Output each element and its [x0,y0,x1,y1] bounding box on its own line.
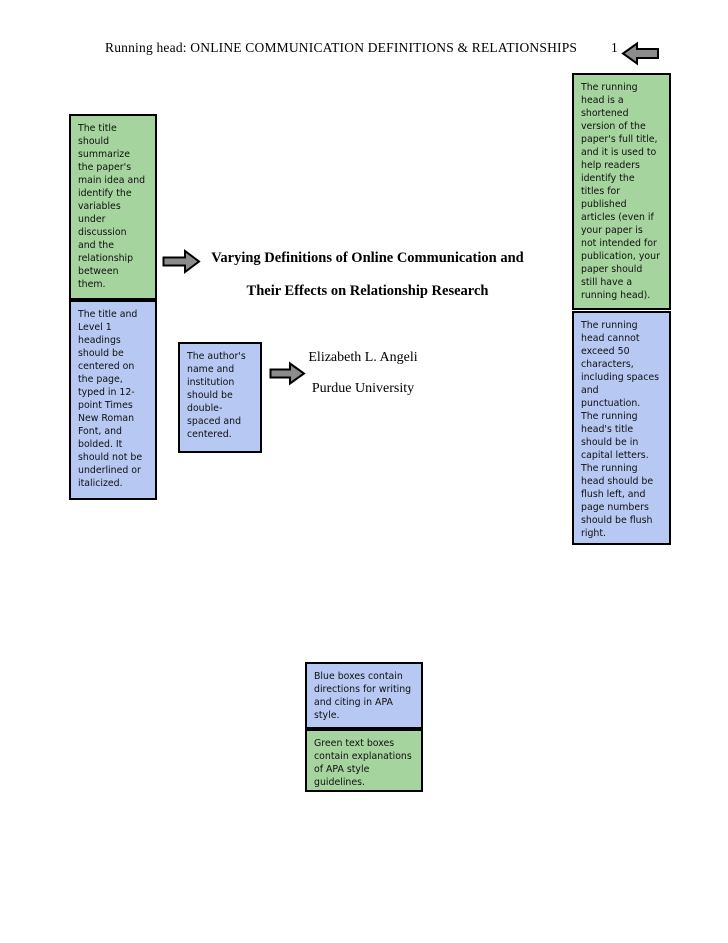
legend-blue-boxes: Blue boxes contain directions for writin… [305,662,423,729]
legend-green-boxes: Green text boxes contain explanations of… [305,729,423,792]
author-block: Elizabeth L. Angeli Purdue University [283,349,443,398]
paper-title: Varying Definitions of Online Communicat… [160,249,575,301]
running-head-text: Running head: ONLINE COMMUNICATION DEFIN… [105,40,578,55]
note-running-head-rules: The running head cannot exceed 50 charac… [572,311,671,545]
paper-title-line1: Varying Definitions of Online Communicat… [211,250,524,266]
right-arrow-icon [269,361,306,386]
author-name: Elizabeth L. Angeli [308,350,418,365]
page-number: 1 [611,40,618,55]
note-running-head-explanation: The running head is a shortened version … [572,73,671,310]
note-title-explanation: The title should summarize the paper's m… [69,114,157,300]
paper-title-line2: Their Effects on Relationship Research [246,283,489,299]
note-author-direction: The author's name and institution should… [178,342,262,453]
left-arrow-icon [621,41,659,66]
right-arrow-icon [162,249,201,274]
author-institution: Purdue University [311,381,415,396]
note-title-format-direction: The title and Level 1 headings should be… [69,300,157,500]
